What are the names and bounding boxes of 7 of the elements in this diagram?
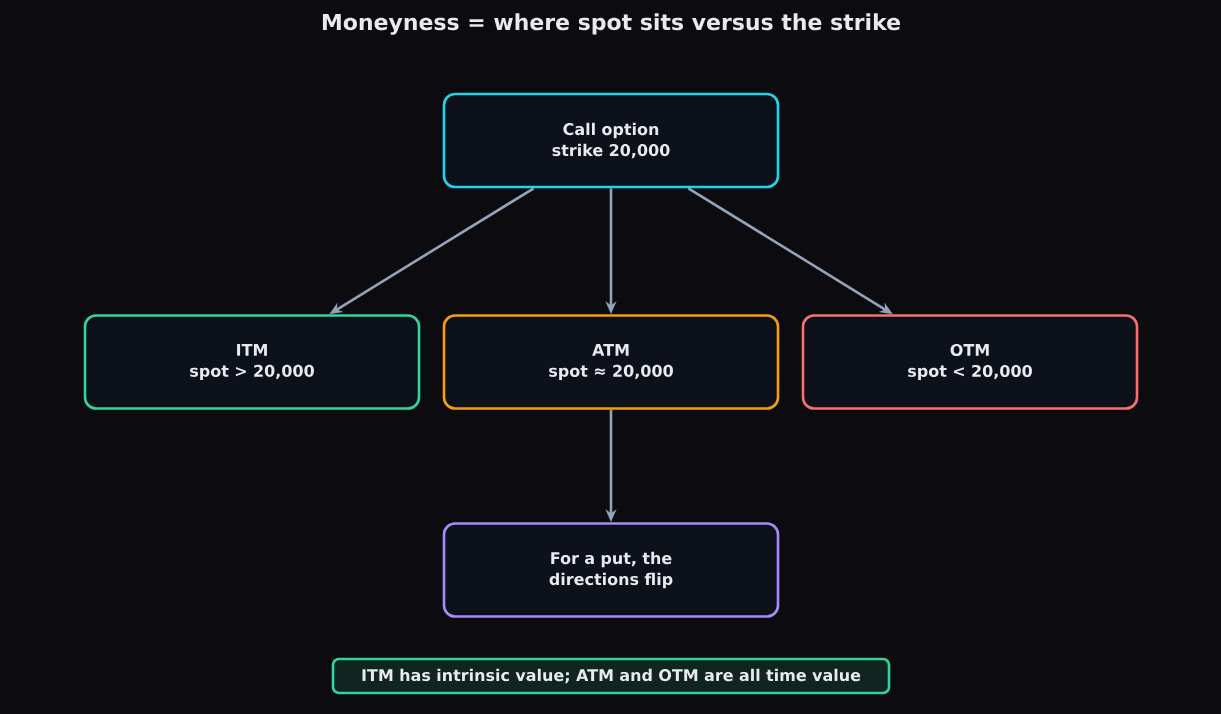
process-box: Call option strike 20,000: [442, 92, 780, 189]
note-box: ITM has intrinsic value; ATM and OTM are all time value: [331, 657, 891, 695]
process-box: For a put, the directions flip: [442, 522, 780, 618]
process-box: OTM spot < 20,000: [801, 314, 1139, 410]
process-box: ATM spot ≈ 20,000: [442, 314, 780, 410]
process-box: ITM spot > 20,000: [83, 314, 421, 410]
title: Moneyness = where spot sits versus the strike: [322, 13, 900, 35]
